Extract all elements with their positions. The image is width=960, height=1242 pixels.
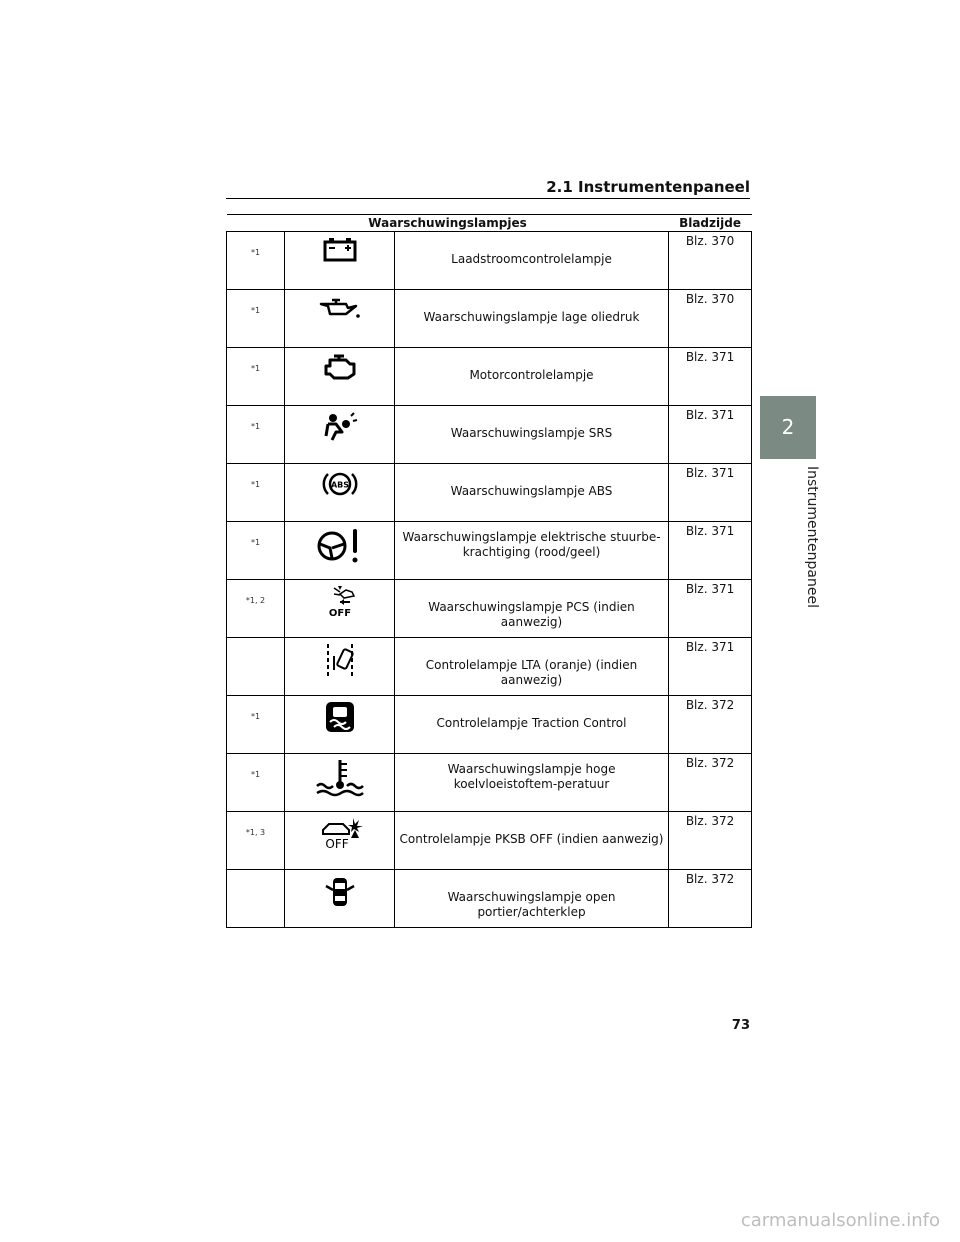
- page-reference: Blz. 371: [668, 463, 753, 522]
- table-row: *1, 3 OFF Controlelampje PKSB OFF (indie…: [226, 811, 753, 870]
- off-text: OFF: [328, 608, 350, 619]
- lamp-label: Waarschuwingslampje lage oliedruk: [393, 289, 670, 348]
- icon-cell: OFF: [284, 811, 395, 870]
- lamp-label: Waarschuwingslampje hoge koelvloeistofte…: [393, 753, 670, 812]
- page-reference: Blz. 371: [668, 579, 753, 638]
- lamp-label: Motorcontrolelampje: [393, 347, 670, 406]
- table-row: *1, 2 OFF Waarschuwingslampje PCS (indie…: [226, 579, 753, 638]
- icon-cell: [284, 637, 395, 696]
- table-row: *1 ABS Waarschuwingslampje ABS Blz. 371: [226, 463, 753, 522]
- icon-cell: [284, 521, 395, 580]
- table-row: *1 Waarschuwingslampje elektrische stuur…: [226, 521, 753, 580]
- lamp-label: Waarschuwingslampje PCS (indien aanwezig…: [393, 579, 670, 638]
- page-reference: Blz. 371: [668, 521, 753, 580]
- footnote-ref: *1, 2: [226, 579, 285, 638]
- lamp-label: Controlelampje LTA (oranje) (indien aanw…: [393, 637, 670, 696]
- lamp-label: Waarschuwingslampje open portier/achterk…: [393, 869, 670, 928]
- page-reference: Blz. 370: [668, 231, 753, 290]
- lamp-label: Controlelampje Traction Control: [393, 695, 670, 754]
- icon-cell: [284, 869, 395, 928]
- lamp-label: Controlelampje PKSB OFF (indien aanwezig…: [393, 811, 670, 870]
- table-row: Waarschuwingslampje open portier/achterk…: [226, 869, 753, 928]
- footnote-ref: *1: [226, 463, 285, 522]
- pcs-off-icon: OFF: [328, 586, 355, 619]
- table-row: *1 Waarschuwingslampje lage oliedruk Blz…: [226, 289, 753, 348]
- watermark-text: carmanualsonline.info: [740, 1210, 940, 1231]
- icon-cell: [284, 695, 395, 754]
- warning-lights-table: Waarschuwingslampjes Bladzijde *1 Laadst…: [226, 214, 753, 928]
- section-header: 2.1 Instrumentenpaneel: [226, 178, 750, 199]
- off-text: OFF: [325, 837, 348, 851]
- table-row: *1 Controlelampje Traction Control Blz. …: [226, 695, 753, 754]
- page-reference: Blz. 370: [668, 289, 753, 348]
- page-reference: Blz. 372: [668, 811, 753, 870]
- page-reference: Blz. 371: [668, 637, 753, 696]
- footnote-ref: *1: [226, 405, 285, 464]
- footnote-ref: [226, 869, 285, 928]
- chapter-label: Instrumentenpaneel: [804, 466, 820, 608]
- footnote-ref: *1, 3: [226, 811, 285, 870]
- column-header-page: Bladzijde: [668, 214, 752, 232]
- page-reference: Blz. 371: [668, 347, 753, 406]
- chapter-tab: 2: [760, 396, 816, 459]
- table-header-row: Waarschuwingslampjes Bladzijde: [226, 214, 752, 232]
- icon-cell: [284, 753, 395, 812]
- door-open-icon: [324, 878, 355, 906]
- table-row: Controlelampje LTA (oranje) (indien aanw…: [226, 637, 753, 696]
- footnote-ref: *1: [226, 347, 285, 406]
- engine-icon: [324, 354, 355, 380]
- page-reference: Blz. 372: [668, 753, 753, 812]
- oil-can-icon: [319, 298, 360, 318]
- lamp-label: Waarschuwingslampje SRS: [393, 405, 670, 464]
- lamp-label: Laadstroomcontrolelampje: [393, 231, 670, 290]
- icon-cell: OFF: [284, 579, 395, 638]
- column-header-warning-lights: Waarschuwingslampjes: [226, 214, 669, 232]
- table-row: *1 Motorcontrolelampje Blz. 371: [226, 347, 753, 406]
- table-row: *1 Laadstroomcontrolelampje Blz. 370: [226, 231, 753, 290]
- footnote-ref: *1: [226, 753, 285, 812]
- footnote-ref: *1: [226, 695, 285, 754]
- icon-cell: ABS: [284, 463, 395, 522]
- steering-wheel-warning-icon: [317, 529, 357, 563]
- battery-icon: [323, 238, 356, 262]
- table-row: *1 Waarschuwingslampje hoge koelvloeisto…: [226, 753, 753, 812]
- icon-cell: [284, 347, 395, 406]
- table-row: *1 Waarschuwingslampje SRS Blz. 371: [226, 405, 753, 464]
- coolant-temperature-icon: [315, 760, 364, 797]
- footnote-ref: *1: [226, 521, 285, 580]
- lamp-label: Waarschuwingslampje ABS: [393, 463, 670, 522]
- abs-icon-text: ABS: [330, 481, 348, 490]
- icon-cell: [284, 289, 395, 348]
- icon-cell: [284, 405, 395, 464]
- abs-icon: ABS: [322, 472, 357, 496]
- pksb-off-icon: OFF: [321, 818, 363, 851]
- page-reference: Blz. 372: [668, 695, 753, 754]
- footnote-ref: *1: [226, 289, 285, 348]
- airbag-icon: [324, 412, 357, 441]
- icon-cell: [284, 231, 395, 290]
- footnote-ref: [226, 637, 285, 696]
- lta-icon: [326, 644, 354, 676]
- traction-control-icon: [325, 702, 354, 732]
- footnote-ref: *1: [226, 231, 285, 290]
- lamp-label: Waarschuwingslampje elektrische stuurbe-…: [393, 521, 670, 580]
- page-reference: Blz. 372: [668, 869, 753, 928]
- page-number: 73: [731, 1018, 750, 1033]
- page-reference: Blz. 371: [668, 405, 753, 464]
